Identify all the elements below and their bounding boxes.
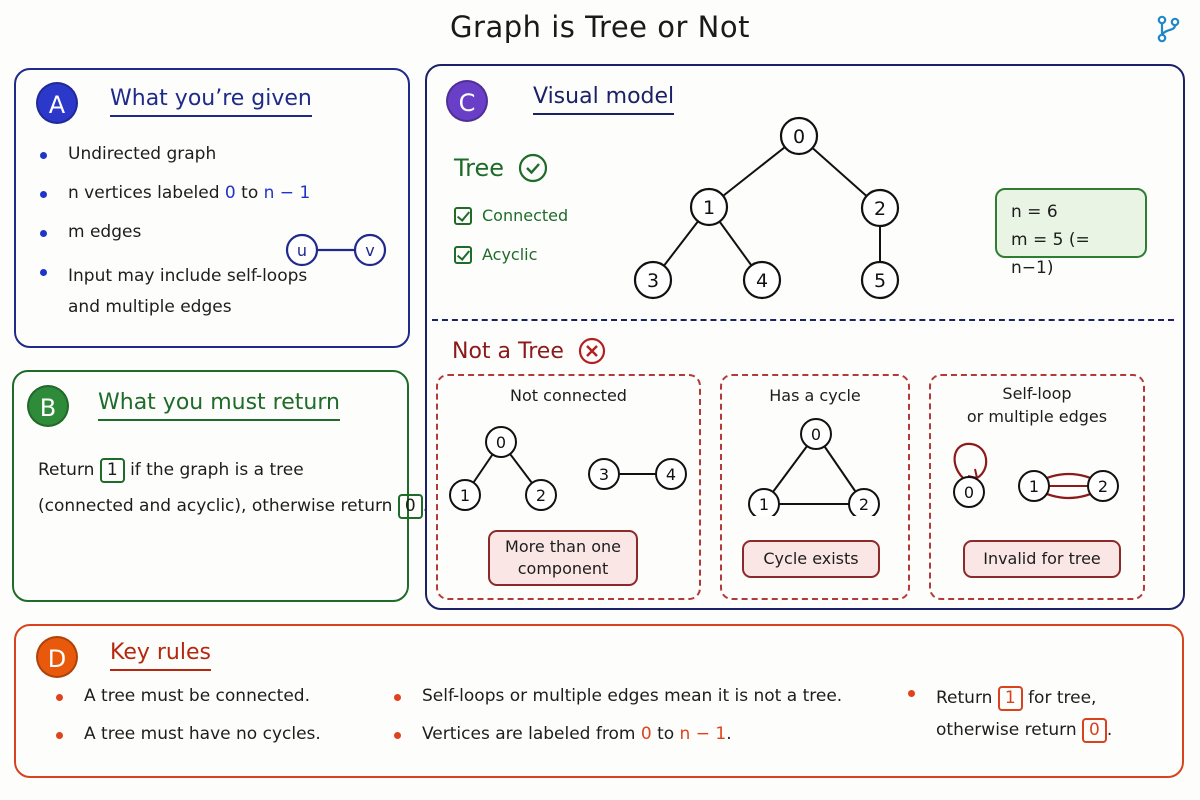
given-item-undirected: Undirected graph — [38, 144, 310, 164]
badge-a: A — [36, 82, 78, 124]
rules-col-2: Self-loops or multiple edges mean it is … — [392, 686, 842, 744]
edge-node-u — [285, 233, 319, 267]
tree-node-1 — [689, 187, 729, 227]
panel-return: B What you must return Return 1 if the g… — [12, 370, 428, 602]
return-one-box: 1 — [99, 458, 125, 484]
case-self-loop-title: Self-loop or multiple edges — [966, 384, 1108, 427]
rule-vertex-labels: Vertices are labeled from 0 to n − 1. — [392, 724, 842, 744]
pill-more-than-one-component: More than one component — [488, 530, 638, 586]
page-title: Graph is Tree or Not — [450, 10, 750, 44]
tree-label-5: 5 — [874, 270, 886, 292]
case-not-connected-title: Not connected — [510, 386, 627, 405]
case-has-cycle-title: Has a cycle — [769, 386, 861, 405]
self-loop-diagram: 0 1 2 — [953, 442, 1119, 508]
rule-one-box: 1 — [997, 686, 1023, 712]
cy-node-2 — [848, 488, 880, 516]
x-circle-icon — [578, 337, 605, 365]
tree-label-1: 1 — [703, 197, 715, 219]
nc-label-4: 4 — [666, 465, 676, 484]
rule-self-loops: Self-loops or multiple edges mean it is … — [392, 686, 842, 706]
tree-node-4 — [742, 260, 782, 300]
given-item-edges: m edges — [38, 222, 310, 242]
checkbox-icon — [454, 245, 472, 264]
not-connected-diagram: 0 1 2 3 4 — [449, 426, 687, 511]
nc-node-0 — [485, 426, 517, 458]
heading-rules: Key rules — [110, 640, 211, 671]
nc-node-4 — [655, 458, 687, 490]
tree-label-3: 3 — [647, 270, 659, 292]
sl-node-0 — [953, 476, 985, 508]
pill-invalid-for-tree: Invalid for tree — [963, 540, 1121, 578]
rules-col-3: Return 1 for tree, otherwise return 0. — [906, 682, 1112, 746]
check-circle-icon — [518, 153, 548, 183]
cy-label-1: 1 — [759, 495, 769, 514]
count-n: n = 6 — [1011, 202, 1058, 222]
heading-given: What you’re given — [110, 86, 312, 117]
badge-d: D — [36, 636, 78, 678]
edge-label-v: v — [365, 241, 374, 260]
tree-label-0: 0 — [793, 126, 805, 148]
checkbox-acyclic: Acyclic — [454, 245, 537, 264]
cycle-diagram: 0 1 2 — [748, 418, 880, 516]
case-self-loop: Self-loop or multiple edges 0 1 2 Invali… — [929, 374, 1145, 600]
count-m: m = 5 (= n−1) — [1011, 230, 1090, 279]
edge-diagram: u v — [285, 233, 387, 267]
sl-label-1: 1 — [1029, 477, 1039, 496]
rule-return: Return 1 for tree, otherwise return 0. — [906, 682, 1112, 746]
rule-connected: A tree must be connected. — [54, 686, 321, 706]
section-divider — [432, 319, 1174, 321]
sl-label-2: 2 — [1098, 477, 1108, 496]
not-tree-label: Not a Tree — [452, 337, 606, 365]
badge-c: C — [446, 80, 488, 122]
nc-label-2: 2 — [536, 486, 546, 505]
nc-label-0: 0 — [496, 433, 506, 452]
pill-cycle-exists: Cycle exists — [742, 540, 880, 578]
panel-given: A What you’re given Undirected graph n v… — [14, 68, 410, 348]
nc-label-1: 1 — [460, 486, 470, 505]
tree-label-2: 2 — [874, 198, 886, 220]
checkbox-connected: Connected — [454, 206, 568, 225]
git-branch-icon — [1157, 15, 1180, 43]
tree-counts-box: n = 6 m = 5 (= n−1) — [995, 188, 1147, 278]
cy-node-0 — [800, 418, 832, 450]
sl-label-0: 0 — [964, 483, 974, 502]
sl-node-1 — [1018, 470, 1050, 502]
rules-col-1: A tree must be connected. A tree must ha… — [54, 686, 321, 744]
tree-label-4: 4 — [756, 270, 768, 292]
heading-return: What you must return — [98, 390, 340, 421]
tree-node-5 — [860, 260, 900, 300]
panel-visual-model: C Visual model — [425, 64, 1185, 610]
tree-label: Tree — [454, 153, 548, 183]
nc-node-2 — [525, 479, 557, 511]
nc-label-3: 3 — [599, 465, 609, 484]
edge-label-u: u — [297, 241, 307, 260]
cy-label-2: 2 — [859, 495, 869, 514]
rule-no-cycles: A tree must have no cycles. — [54, 724, 321, 744]
return-zero-box: 0 — [397, 494, 423, 520]
edge-node-v — [353, 233, 387, 267]
checkbox-icon — [454, 206, 472, 225]
cy-label-0: 0 — [811, 425, 821, 444]
rule-zero-box: 0 — [1082, 718, 1107, 744]
given-list: Undirected graph n vertices labeled 0 to… — [38, 144, 310, 322]
sl-node-2 — [1087, 470, 1119, 502]
tree-node-0 — [779, 116, 819, 156]
panel-key-rules: D Key rules A tree must be connected. A … — [14, 624, 1184, 778]
nc-node-1 — [449, 479, 481, 511]
case-has-cycle: Has a cycle 0 1 2 Cycle exists — [720, 374, 910, 600]
tree-diagram: 0 1 2 3 4 5 — [633, 116, 900, 300]
heading-visual: Visual model — [533, 84, 675, 115]
nc-node-3 — [588, 458, 620, 490]
case-not-connected: Not connected 0 1 2 3 4 More than one co… — [436, 374, 701, 600]
tree-node-3 — [633, 260, 673, 300]
cy-node-1 — [748, 488, 780, 516]
return-text: Return 1 if the graph is a tree (connect… — [38, 452, 428, 524]
tree-node-2 — [860, 188, 900, 228]
badge-b: B — [27, 385, 69, 427]
given-item-vertices: n vertices labeled 0 to n − 1 — [38, 183, 310, 203]
